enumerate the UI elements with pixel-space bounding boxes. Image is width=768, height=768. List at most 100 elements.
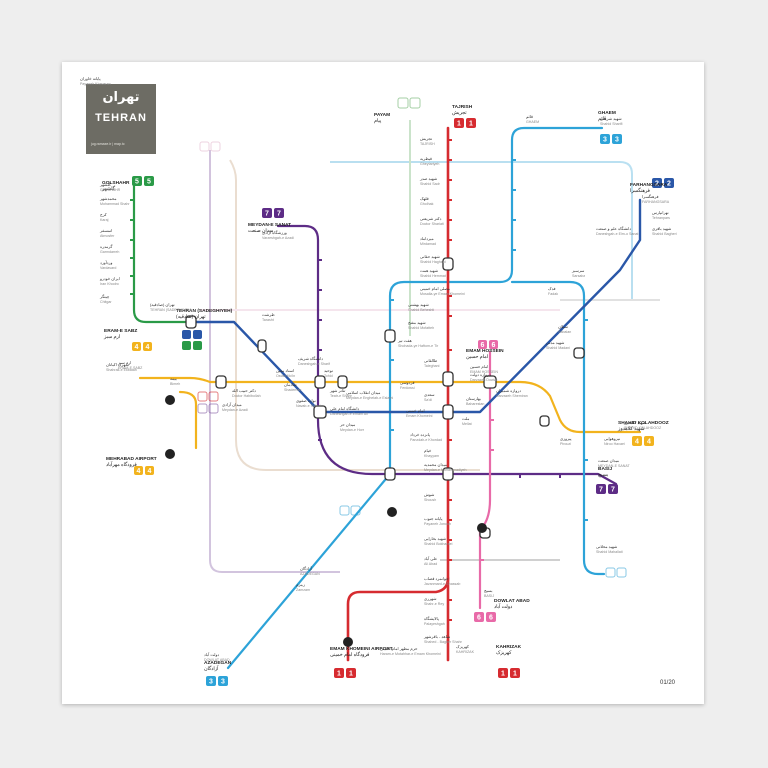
station-label-en: Mosalla-ye Emam Khomeini [420, 292, 465, 296]
station-label: میدان انقلاب اسلامی [346, 390, 380, 395]
station-label-en: Mohammad Shahr [100, 202, 130, 206]
station-label-en: Ali Abad [424, 562, 437, 566]
terminal-label: TEHRAN (SADEGHIYEH) [176, 308, 233, 314]
station-label: گرمدره [100, 244, 112, 249]
station-label-en: Fadak [548, 292, 558, 296]
station-label: شهید حقانی [420, 254, 440, 259]
badge-number: 4 [647, 439, 651, 446]
badge-number: 6 [492, 342, 496, 349]
station-label: شهرری [424, 596, 437, 601]
line-2-route [188, 198, 642, 414]
terminal-label: TAJRISH [452, 104, 473, 110]
airport-icon [165, 395, 175, 405]
station-label: زمزم [296, 582, 305, 587]
station-label-en: EMAM HOSSEIN [470, 370, 498, 374]
station-label: شهید مفتح [408, 320, 426, 325]
station-label: دکتر شریعتی [420, 216, 442, 221]
station-label-en: Sabalan [558, 330, 571, 334]
station-label: میدان آزادی [222, 402, 242, 407]
page-number: 01/20 [660, 680, 676, 686]
badge-number: 1 [349, 671, 353, 678]
line-6-ticks [480, 419, 494, 561]
interchange-shademan [257, 339, 267, 353]
station-label-en: Khayyam [424, 454, 439, 458]
station-label-en: Ostad Mo'in [276, 374, 295, 378]
terminal-label-fa: پیام [374, 118, 382, 124]
station-label: فدک [548, 286, 556, 291]
terminal-label-fa: ارم سبز [103, 334, 120, 340]
station-label: دانشگاه شریف [298, 356, 323, 361]
interchange-darvazeh-dowlat [483, 375, 497, 389]
line-6-route [478, 350, 492, 610]
station-label-en: GOLSHAHR [100, 188, 121, 192]
station-label: نواب صفوی [296, 398, 316, 403]
station-label-en: Mellat [462, 422, 472, 426]
terminal-label: FARHANGSARA [630, 182, 668, 188]
station-label: شهید صدر [419, 176, 438, 181]
terminal-label-fa: بسیج [598, 473, 608, 478]
station-label: شهید کلاهدوز [623, 420, 647, 425]
terminal-label: KAHRIZAK [496, 644, 522, 650]
terminal-label-fa: فرهنگسرا [630, 187, 651, 194]
station-label-en: Chitgar [100, 300, 112, 304]
station-label-en: Shahid Mofatteh [408, 326, 434, 330]
station-label-en: Shahid Mahallati [596, 550, 623, 554]
badge-number: 4 [135, 344, 139, 351]
station-label-en: Varzeshgah-e Azadi [262, 236, 294, 240]
badge-number: 7 [599, 487, 603, 494]
station-ticks [130, 139, 588, 621]
station-label: سرسبز [571, 268, 585, 273]
line-4-airport-branch [178, 390, 198, 450]
station-label-en: Panzdah-e Khordad [410, 438, 442, 442]
interchanges [185, 257, 585, 539]
badge-number: 3 [603, 137, 607, 144]
title-box: تهران TEHRAN jug.ramaxe.ir | map.tc [86, 84, 156, 154]
badge-number: 4 [146, 344, 150, 351]
airport-markers [165, 395, 487, 647]
station-label: تهران (صادقیه) [150, 302, 175, 307]
station-label-en: Payaneh Khavaran [80, 82, 111, 86]
terminal-label: SHAHID KOLAHDOOZ [618, 420, 669, 426]
interchange-imam-ali [313, 405, 327, 419]
station-label: ارم سبز [117, 360, 131, 365]
station-label: کرج [100, 212, 107, 217]
station-label-en: Shahrak-e Ekbatan [106, 368, 137, 372]
badge-number: 3 [221, 679, 225, 686]
station-label-en: KAHRIZAK [456, 650, 475, 654]
interchange-emam-khomeini [442, 404, 454, 420]
station-label-en: Payaneh Jonoub [424, 522, 451, 526]
station-label: قائم [526, 114, 533, 119]
interchange-kolahdooz [539, 415, 550, 427]
badge-planned-8 [397, 97, 421, 109]
terminal-label: ERAM-E SABZ [104, 328, 137, 334]
station-label-en: Baharestan [466, 402, 484, 406]
source-url: jug.ramaxe.ir | map.tc [91, 142, 125, 146]
station-label-en: Shahid Sadr [420, 182, 441, 186]
station-label: طالقانی [424, 358, 437, 363]
badge-number: 2 [667, 181, 671, 188]
station-label-en: BASIJ [484, 594, 494, 598]
station-label-en: Shahid Sharifi [600, 122, 623, 126]
planned-line-10 [209, 150, 340, 573]
station-label: شهید بخارایی [424, 536, 447, 541]
terminal-label: BASIJ [598, 466, 612, 472]
station-label-en: Shahid Beheshti [408, 308, 434, 312]
terminal-label: EMAM KHOMEINI AIRPORT [330, 646, 393, 652]
station-label: بیمه [170, 376, 177, 381]
station-label: علی آباد [424, 556, 437, 561]
airport-icon [343, 637, 353, 647]
badge-number: 1 [501, 671, 505, 678]
terminal-label: GHAEM [598, 110, 616, 116]
terminal-label-fa: گلشهر [101, 185, 116, 192]
station-label: شادمان [284, 382, 297, 387]
station-label: دروازه شمیران [496, 388, 521, 393]
planned-lines [200, 120, 660, 573]
metro-lines [132, 126, 642, 670]
station-label: پانزده خرداد [410, 432, 430, 437]
